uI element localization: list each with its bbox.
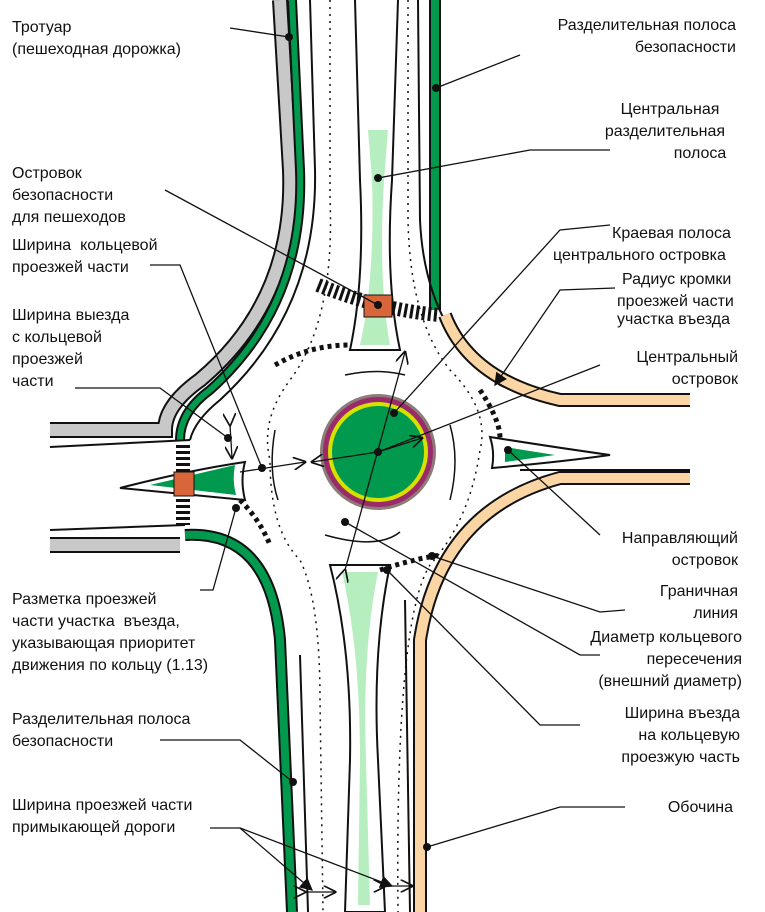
svg-text:движения по кольцу (1.13): движения по кольцу (1.13): [12, 657, 208, 674]
svg-text:с кольцевой: с кольцевой: [12, 329, 102, 346]
svg-text:Ширина кольцевой: Ширина кольцевой: [12, 237, 158, 254]
svg-text:Ширина проезжей части: Ширина проезжей части: [12, 797, 192, 814]
label-pedestrian-island: Островок безопасности для пешеходов: [12, 165, 126, 226]
label-entry-width: Ширина въезда на кольцевую проезжую часть: [621, 705, 740, 766]
road-geometry: [49, 0, 691, 912]
svg-text:островок: островок: [672, 552, 739, 569]
svg-text:островок: островок: [672, 371, 739, 388]
svg-text:участка въезда: участка въезда: [617, 311, 730, 328]
label-splitter-island: Направляющий островок: [622, 530, 739, 569]
label-central-edge-strip: Краевая полоса центрального островка: [553, 225, 731, 264]
svg-text:Центральный: Центральный: [636, 349, 738, 366]
label-safety-strip-bottom: Разделительная полоса безопасности: [12, 711, 190, 750]
svg-text:Ширина въезда: Ширина въезда: [625, 705, 740, 722]
svg-text:для пешеходов: для пешеходов: [12, 209, 126, 226]
svg-text:проезжую часть: проезжую часть: [621, 749, 740, 766]
svg-text:Разделительная полоса: Разделительная полоса: [12, 711, 190, 728]
svg-text:Разделительная полоса: Разделительная полоса: [558, 17, 736, 34]
svg-text:Тротуар: Тротуар: [12, 19, 72, 36]
svg-text:(внешний диаметр): (внешний диаметр): [598, 673, 742, 690]
svg-text:центрального островка: центрального островка: [553, 247, 726, 264]
svg-text:части: части: [12, 373, 54, 390]
svg-text:на кольцевую: на кольцевую: [638, 727, 740, 744]
label-marking: Разметка проезжей части участка въезда, ук…: [12, 591, 208, 674]
label-diameter: Диаметр кольцевого пересечения (внешний ди…: [590, 629, 742, 690]
svg-text:Обочина: Обочина: [668, 799, 733, 816]
svg-text:Краевая полоса: Краевая полоса: [612, 225, 731, 242]
svg-text:части участка въезда,: части участка въезда,: [12, 613, 180, 630]
svg-text:Радиус кромки: Радиус кромки: [622, 271, 731, 288]
label-central-median: Центральная разделительная полоса: [605, 101, 726, 162]
leader-lines: [75, 27, 626, 891]
svg-text:разделительная: разделительная: [605, 123, 725, 140]
green-strip-bottom-left: [184, 528, 298, 912]
label-safety-strip-top: Разделительная полоса безопасности: [558, 17, 736, 56]
svg-text:Граничная: Граничная: [660, 583, 738, 600]
label-central-island: Центральный островок: [636, 349, 739, 388]
svg-text:безопасности: безопасности: [12, 187, 113, 204]
pedestrian-crossing-top: [315, 278, 441, 322]
svg-text:Центральная: Центральная: [621, 101, 720, 118]
svg-text:Направляющий: Направляющий: [622, 530, 738, 547]
svg-text:полоса: полоса: [674, 145, 727, 162]
label-approach-width: Ширина проезжей части примыкающей дороги: [12, 797, 192, 836]
svg-text:проезжей части: проезжей части: [12, 259, 129, 276]
label-shoulder: Обочина: [668, 799, 733, 816]
label-ring-width: Ширина кольцевой проезжей части: [12, 237, 158, 276]
svg-text:указывающая приоритет: указывающая приоритет: [12, 635, 196, 652]
svg-text:примыкающей дороги: примыкающей дороги: [12, 819, 175, 836]
svg-text:пересечения: пересечения: [647, 651, 742, 668]
label-sidewalk: Тротуар (пешеходная дорожка): [12, 19, 181, 58]
svg-text:Диаметр кольцевого: Диаметр кольцевого: [590, 629, 742, 646]
ring-width-arrow: [239, 462, 305, 473]
label-exit-width: Ширина выезда с кольцевой проезжей части: [12, 307, 129, 390]
svg-text:безопасности: безопасности: [635, 39, 736, 56]
svg-text:Разметка проезжей: Разметка проезжей: [12, 591, 156, 608]
svg-text:Ширина выезда: Ширина выезда: [12, 307, 129, 324]
svg-text:Островок: Островок: [12, 165, 83, 182]
svg-text:(пешеходная дорожка): (пешеходная дорожка): [12, 41, 181, 58]
label-boundary-line: Граничная линия: [660, 583, 738, 622]
svg-text:безопасности: безопасности: [12, 733, 113, 750]
svg-text:проезжей: проезжей: [12, 351, 83, 368]
svg-text:линия: линия: [693, 605, 738, 622]
diameter-arrow: [345, 352, 405, 570]
svg-text:проезжей части: проезжей части: [617, 293, 734, 310]
